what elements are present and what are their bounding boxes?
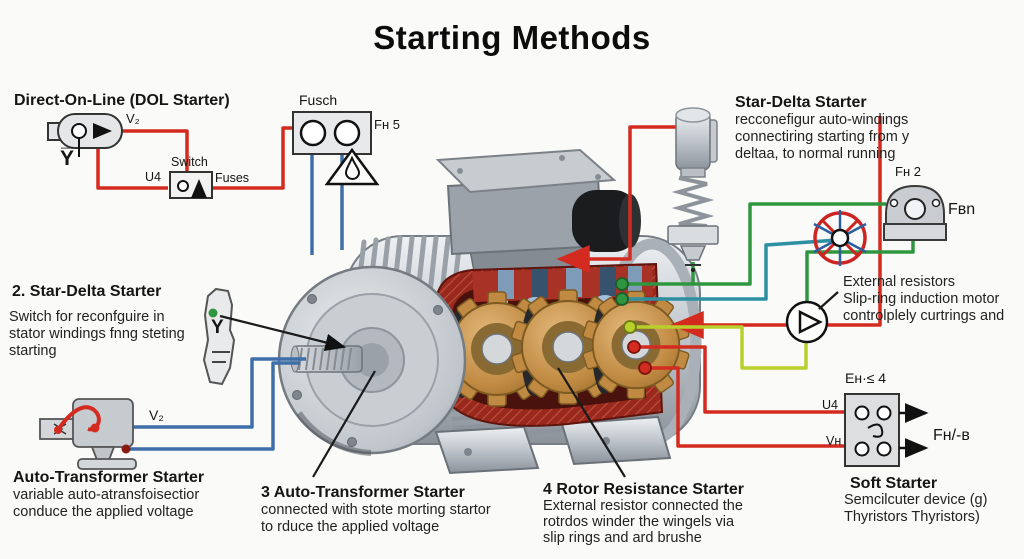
auto-transformer3-line2: to rduce the applied voltage [261, 519, 440, 535]
dol-star-label: Y̅ [60, 147, 75, 170]
delta-symbol [324, 147, 380, 186]
fuse-box-symbol [292, 111, 372, 155]
lime-wire [630, 325, 808, 370]
external-resistors-line2: Slip-ring induction motor [843, 291, 1000, 307]
f2-label: Fн 2 [895, 164, 921, 179]
rotor-resistance-line3: slip rings and ard brushe [543, 530, 702, 546]
front-end-bell [277, 265, 467, 456]
star-delta-right-heading: Star-Delta Starter [735, 94, 867, 111]
switch-symbol [169, 171, 213, 199]
dol-heading: Direct-On-Line (DOL Starter) [14, 92, 230, 109]
fuses-label: Fuses [215, 171, 250, 185]
page-title: Starting Methods [373, 19, 651, 56]
scribble-glyph [867, 423, 884, 438]
star-delta-right-line3: deltaa, to normal running [735, 146, 896, 162]
soft-starter-vn-label: Vн [826, 434, 842, 448]
annotation-lines [219, 291, 839, 478]
external-resistors-line1: External resistors [843, 274, 956, 290]
star-delta-left-heading: 2. Star-Delta Starter [12, 283, 162, 300]
auto-transformer-line2: conduce the applied voltage [13, 504, 194, 520]
dol-contactor-symbol [47, 113, 123, 157]
soft-starter-u4-label: U4 [822, 398, 838, 412]
star-delta-left-line2: stator windings fnng steting [9, 326, 185, 342]
motor-foot-front [434, 425, 540, 475]
motor-cutaway-render [277, 148, 702, 475]
red-wires [96, 116, 882, 448]
soft-starter-e4-label: Eн·≤ 4 [845, 370, 887, 386]
motor-foot-rear [560, 415, 672, 466]
fbn-label: Fвn [948, 201, 976, 218]
fuse-drop-wires [310, 152, 344, 255]
auto-transformer3-heading: 3 Auto-Transformer Starter [261, 484, 465, 501]
auto-transformer-line1: variable auto-atransfoisectior [13, 487, 200, 503]
switch-label: Switch [171, 155, 208, 169]
teal-wire [622, 238, 839, 301]
motor-terminal-dots [615, 277, 652, 375]
fuse-box-label: Fusch [299, 92, 338, 108]
soft-starter-fb-label: Fн/-в [933, 427, 970, 444]
controller-symbol [785, 300, 829, 344]
soft-starter-line2: Thyristors Thyristors) [844, 509, 980, 525]
star-delta-left-line3: starting [9, 343, 57, 359]
star-delta-right-line1: recconefigur auto-windings [735, 112, 909, 128]
rotor-resistance-heading: 4 Rotor Resistance Starter [543, 481, 744, 498]
spring-plunger-component [667, 107, 719, 272]
auto-transformer-v2-label: V₂ [149, 407, 164, 423]
rotor-resistance-line1: External resistor connected the [543, 498, 743, 514]
auto-transformer-device [39, 398, 137, 470]
auto-transformer3-line1: connected with stote morting startor [261, 502, 491, 518]
blue-wires [127, 357, 306, 451]
dol-v2-label: V₂ [126, 111, 140, 126]
fan-symbol [813, 210, 867, 266]
star-connection-symbol [202, 287, 236, 386]
auto-transformer-heading: Auto-Transformer Starter [13, 469, 205, 486]
star-symbol-label: Y [211, 317, 224, 338]
green-terminal-dot [208, 308, 218, 318]
soft-starter-line1: Semcilcuter device (g) [844, 492, 988, 508]
star-delta-left-line1: Switch for reconfguire in [9, 309, 165, 325]
star-delta-right-line2: connectiring starting from y [735, 129, 910, 145]
overload-relay-symbol [883, 184, 947, 241]
dol-u4-label: U4 [145, 170, 161, 184]
soft-starter-heading: Soft Starter [850, 475, 938, 492]
rotor-resistance-line2: rotrdos winder the wingels via [543, 514, 735, 530]
external-resistors-line3: controlplely curtrings and [843, 308, 1005, 324]
fuse-rating-label: Fн 5 [374, 117, 400, 132]
soft-starter-symbol [844, 393, 929, 467]
